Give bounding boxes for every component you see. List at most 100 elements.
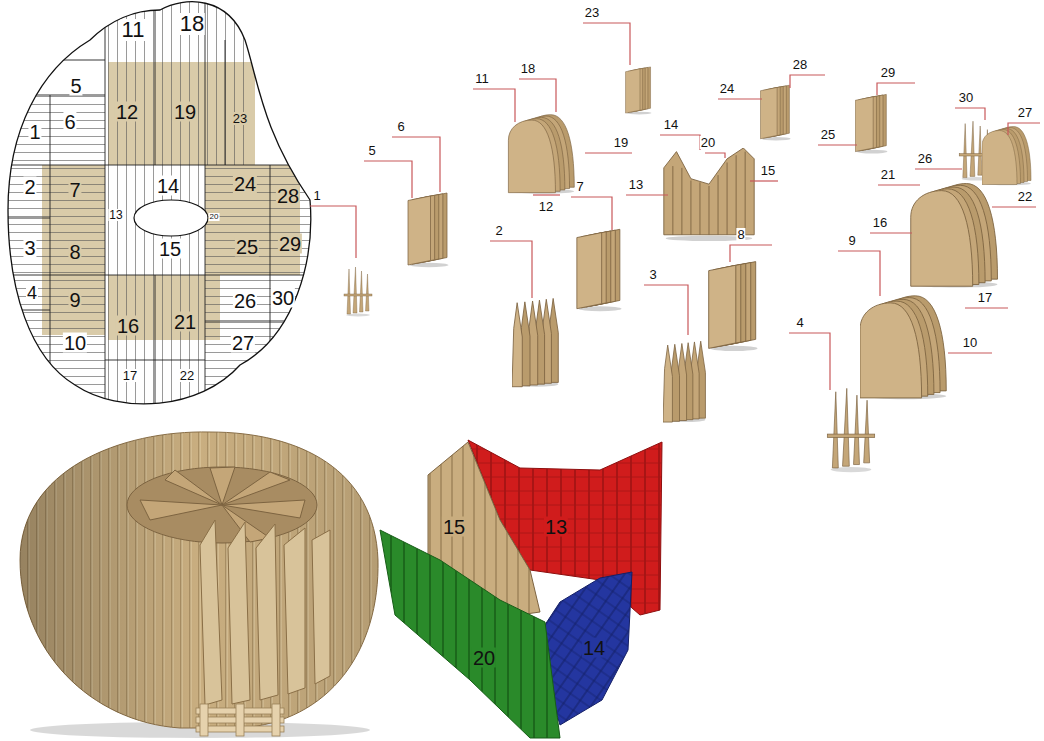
plan-grid <box>205 0 206 415</box>
plan-cell-number: 8 <box>68 242 81 262</box>
plan-grid <box>155 275 156 415</box>
pallet <box>196 704 284 736</box>
plan-grid <box>105 0 106 415</box>
torus-render <box>312 530 330 684</box>
exploded-pieces <box>408 193 449 267</box>
callout-number: 14 <box>663 118 679 131</box>
leader-lines <box>870 232 912 233</box>
pallet <box>200 704 208 736</box>
leader-lines <box>730 245 772 262</box>
callout-number: 24 <box>719 82 735 95</box>
leader-lines <box>310 23 1040 390</box>
callout-number: 15 <box>760 164 776 177</box>
plan-grid <box>205 165 325 415</box>
plan-grid <box>0 95 105 96</box>
pallet <box>272 704 280 736</box>
leader-lines <box>878 184 920 185</box>
exploded-pieces <box>860 296 946 399</box>
plan-cell-number: 26 <box>233 291 257 311</box>
leader-lines <box>533 194 560 195</box>
plan-grid <box>0 310 50 311</box>
torus-render <box>20 432 378 728</box>
plan-grid <box>0 0 320 415</box>
callout-number: 10 <box>962 336 978 349</box>
leader-lines <box>705 153 725 158</box>
plan-cell-number: 1 <box>28 122 41 142</box>
plan-grid <box>50 95 51 400</box>
plan-cell-number: 22 <box>179 369 195 382</box>
plan-cell-number: 20 <box>209 213 220 221</box>
plan-cell-number: 12 <box>115 102 139 122</box>
callout-number: 3 <box>648 268 657 281</box>
void-ellipse <box>134 200 208 236</box>
plan-cell-number: 6 <box>63 112 76 132</box>
leader-lines <box>789 333 830 390</box>
plan-cell-number: 13 <box>108 209 123 221</box>
plan-grid <box>0 60 105 61</box>
plan-cell-number: 10 <box>63 333 87 353</box>
leader-lines <box>750 180 778 181</box>
leader-lines <box>790 75 825 88</box>
plan-grid <box>155 0 156 165</box>
leader-lines <box>948 352 992 353</box>
leader-lines <box>818 144 857 145</box>
plan-cell-number: 27 <box>231 333 255 353</box>
callout-number: 13 <box>628 178 644 191</box>
plan-grid <box>105 360 205 361</box>
plan-cell-number: 17 <box>122 369 138 382</box>
plan-cell-number: 9 <box>68 290 81 310</box>
plan-cell-number: 16 <box>116 316 140 336</box>
plan-cell-number: 3 <box>23 238 36 258</box>
exploded-pieces <box>512 298 558 386</box>
exploded-pieces <box>709 262 758 351</box>
site-plan <box>0 0 325 415</box>
torus-render <box>200 520 222 705</box>
plan-cell-number: 29 <box>278 234 302 254</box>
coloured-fins <box>380 440 662 738</box>
torus-render <box>20 432 378 738</box>
plan-cell-number: 11 <box>121 19 146 41</box>
exploded-pieces <box>626 67 652 115</box>
callout-number: 8 <box>736 228 745 241</box>
callout-number: 17 <box>977 291 993 304</box>
leader-lines <box>490 241 532 298</box>
plan-grid <box>205 322 320 323</box>
leader-lines <box>310 206 356 258</box>
plan-grid <box>0 0 325 415</box>
callout-number: 26 <box>917 152 933 165</box>
plan-cell-number: 19 <box>173 102 197 122</box>
leader-lines <box>838 251 880 296</box>
leader-lines <box>392 137 440 192</box>
fin-set-number: 15 <box>442 517 466 537</box>
callout-number: 7 <box>575 180 584 193</box>
plan-cell-number: 25 <box>235 237 259 257</box>
exploded-pieces <box>760 85 790 140</box>
callout-number: 22 <box>1017 190 1033 203</box>
leader-lines <box>965 307 1008 308</box>
plan-cell-number: 18 <box>179 13 205 35</box>
callout-number: 23 <box>584 6 600 19</box>
torus-render <box>200 520 330 705</box>
exploded-pieces <box>344 267 372 317</box>
leader-lines <box>915 168 962 169</box>
callout-number: 19 <box>613 136 629 149</box>
callout-number: 4 <box>795 316 804 329</box>
callout-number: 21 <box>880 168 896 181</box>
callout-number: 11 <box>474 72 490 85</box>
callout-number: 20 <box>700 136 716 149</box>
leader-lines <box>955 108 985 120</box>
plan-grid <box>0 165 320 166</box>
torus-render <box>140 500 222 520</box>
leader-lines <box>877 83 915 95</box>
leader-lines <box>626 194 668 195</box>
torus-render <box>127 467 317 543</box>
torus-render <box>256 524 278 700</box>
plan-cell-number: 7 <box>68 180 81 200</box>
plan-cell-number: 28 <box>276 186 300 206</box>
torus-render <box>222 505 270 542</box>
plan-cell-number: 4 <box>26 284 38 302</box>
exploded-pieces <box>577 229 622 311</box>
callout-number: 6 <box>396 120 405 133</box>
callout-number: 16 <box>872 216 888 229</box>
plan-cell-number: 14 <box>156 176 180 196</box>
